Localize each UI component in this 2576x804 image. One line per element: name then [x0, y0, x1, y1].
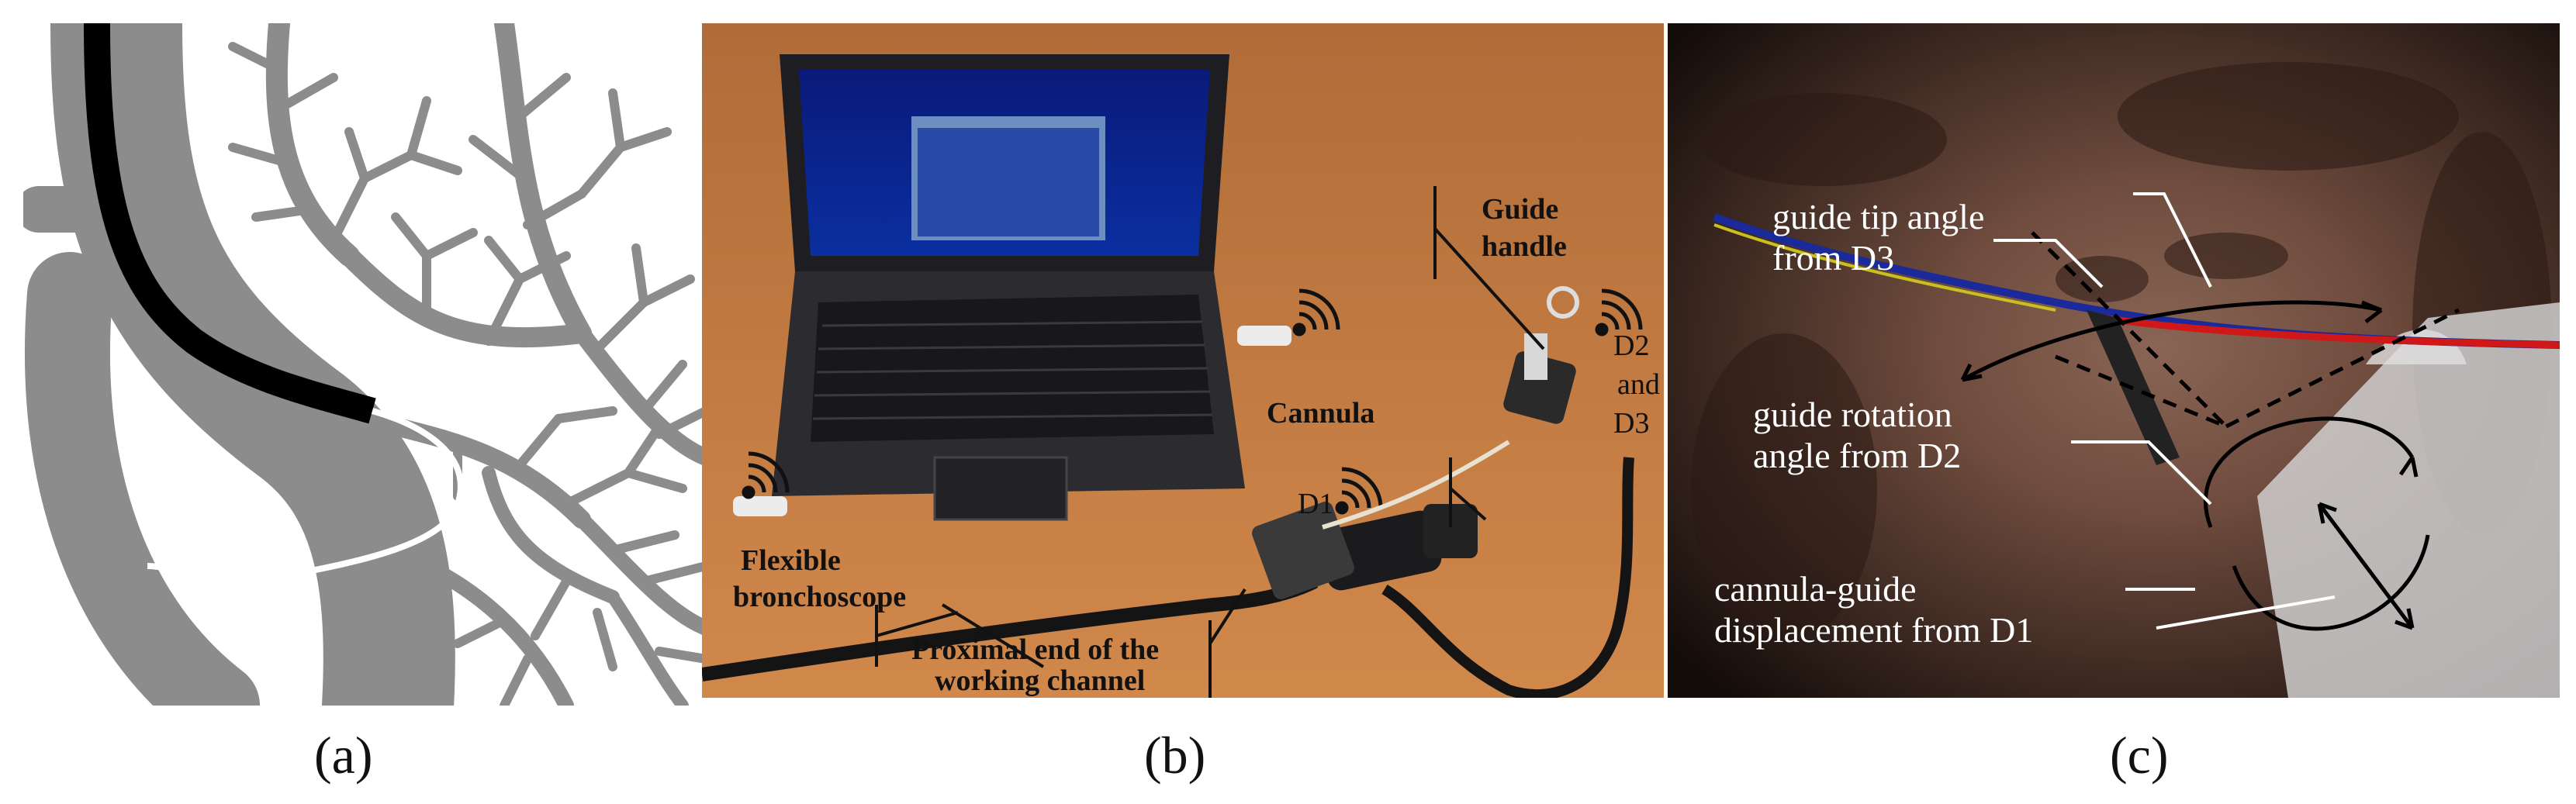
- bronchoscope-eyepiece: [1423, 504, 1478, 558]
- planned-path: [84, 23, 376, 424]
- leader-lines: [875, 186, 1545, 698]
- panel-a-airway-tree: [23, 23, 706, 706]
- label-cannula: Cannula: [1267, 397, 1374, 430]
- label-d2: D2: [1613, 330, 1649, 362]
- wireless-icon-d2-d3: [1595, 288, 1643, 336]
- usb-receiver-left: [733, 496, 787, 516]
- panel-c-virtual-bronchoscopy: guide tip angle from D3 guide rotation a…: [1668, 23, 2560, 698]
- cannula-overlay: [2257, 302, 2560, 698]
- label-and: and: [1617, 368, 1660, 401]
- guide-path: [147, 408, 464, 587]
- wireless-icon-laptop-left: [742, 451, 790, 499]
- caption-b: (b): [1144, 726, 1206, 785]
- label-leader-arrows: [1993, 192, 2336, 630]
- caption-c: (c): [2110, 726, 2169, 785]
- guide-handle-ring: [1547, 286, 1579, 319]
- cannula: [1322, 440, 1510, 530]
- label-guide-handle-line1: Guide: [1482, 193, 1558, 226]
- label-proximal-line1: Proximal end of the: [911, 633, 1159, 666]
- bronchoscope-insertion-tube: [702, 575, 1319, 682]
- touchpad: [933, 456, 1068, 521]
- wireless-icon-d1: [1335, 467, 1383, 515]
- label-rotation-line2: angle from D2: [1753, 436, 1961, 475]
- label-rotation-line1: guide rotation: [1753, 395, 1952, 434]
- keyboard-keys: [812, 320, 1213, 420]
- label-displacement-line1: cannula-guide: [1714, 569, 1917, 609]
- label-displacement-line2: displacement from D1: [1714, 610, 2033, 650]
- usb-receiver-right: [1237, 326, 1291, 346]
- label-d3: D3: [1613, 407, 1649, 440]
- laptop-keyboard: [811, 295, 1214, 442]
- label-flexible-line1: Flexible: [741, 544, 841, 577]
- guide-wire-yellow: [1713, 223, 2056, 312]
- bronchoscope-umbilical-cable: [1381, 457, 1634, 698]
- panel-b-setup-photo: Guide handle Cannula D1 D2 and D3 Flexib…: [702, 23, 1664, 698]
- wireless-icon-laptop-right: [1292, 288, 1340, 336]
- label-tip-angle-line1: guide tip angle: [1772, 197, 1984, 236]
- label-proximal-line2: working channel: [935, 664, 1145, 697]
- sensor-d2-d3-box: [1503, 351, 1576, 424]
- angle-arrows: [1960, 300, 2430, 631]
- guide-wire-red: [2101, 314, 2560, 349]
- label-flexible-line2: bronchoscope: [733, 581, 906, 613]
- caption-a: (a): [314, 726, 373, 785]
- screen-window-content: [918, 128, 1099, 236]
- airway-branches: [23, 23, 706, 706]
- label-guide-handle-line2: handle: [1482, 230, 1567, 263]
- airway-small-branches: [228, 42, 706, 706]
- label-tip-angle-line2: from D3: [1772, 238, 1894, 278]
- airway-wall-folds: [1691, 62, 2552, 644]
- label-d1: D1: [1298, 488, 1333, 520]
- dashed-reference-lines: [2031, 231, 2460, 429]
